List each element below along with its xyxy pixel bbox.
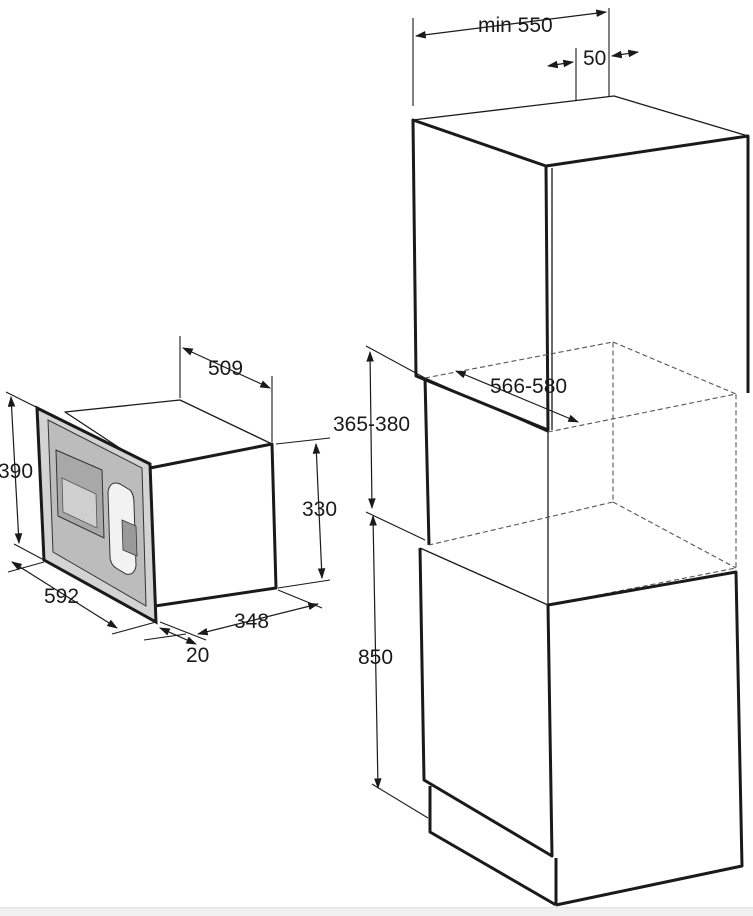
- niche-back-outline: [424, 341, 614, 546]
- microwave-window-inner: [61, 477, 98, 529]
- dim-base-height-line: [369, 514, 382, 790]
- niche-left-wall: [423, 377, 431, 546]
- label-height-front: 390: [0, 460, 33, 483]
- dim-depth-body-line: [196, 602, 320, 636]
- dim-min-depth-line: [414, 9, 608, 39]
- niche-front-outline: [547, 393, 737, 606]
- label-min-depth: min 550: [478, 14, 553, 37]
- label-height-body: 330: [302, 498, 337, 521]
- base-plinth: [428, 786, 557, 907]
- dim-height-front-line: [7, 395, 23, 545]
- base-cabinet-door: [418, 547, 554, 858]
- label-width-front: 592: [44, 585, 79, 608]
- label-niche-width: 566-580: [490, 375, 567, 398]
- dim-frame-depth-line: [159, 627, 197, 645]
- label-depth-body: 348: [234, 610, 269, 633]
- dim-niche-width-line: [455, 370, 579, 423]
- label-back-gap: 50: [583, 47, 606, 70]
- microwave-dimensions: [5, 336, 331, 645]
- dim-depth-total-line: [182, 347, 271, 389]
- label-base-height: 850: [358, 646, 393, 669]
- label-niche-height: 365-380: [333, 413, 410, 436]
- cabinet-dimensions: [365, 8, 640, 819]
- label-frame-depth: 20: [186, 644, 209, 667]
- microwave-control-panel: [121, 519, 138, 557]
- base-cabinet-side: [547, 570, 744, 907]
- dim-niche-height-line: [366, 350, 376, 510]
- dim-back-gap-arrow-right: [610, 49, 640, 59]
- upper-cabinet-top: [412, 95, 749, 167]
- dim-back-gap-arrow-left: [546, 59, 575, 69]
- kitchen-cabinet: [411, 95, 750, 907]
- dim-height-body-line: [312, 442, 326, 580]
- dimension-labels: 509 390 330 592 348 20 min 550 50 566-58…: [0, 14, 606, 669]
- dim-width-front-line: [11, 561, 118, 629]
- microwave-side: [149, 442, 278, 608]
- bottom-edge-strip: [0, 907, 753, 916]
- upper-cabinet-side: [545, 134, 750, 393]
- upper-cabinet-door: [411, 118, 550, 432]
- base-cabinet-top: [419, 547, 737, 606]
- label-depth-total: 509: [208, 357, 243, 380]
